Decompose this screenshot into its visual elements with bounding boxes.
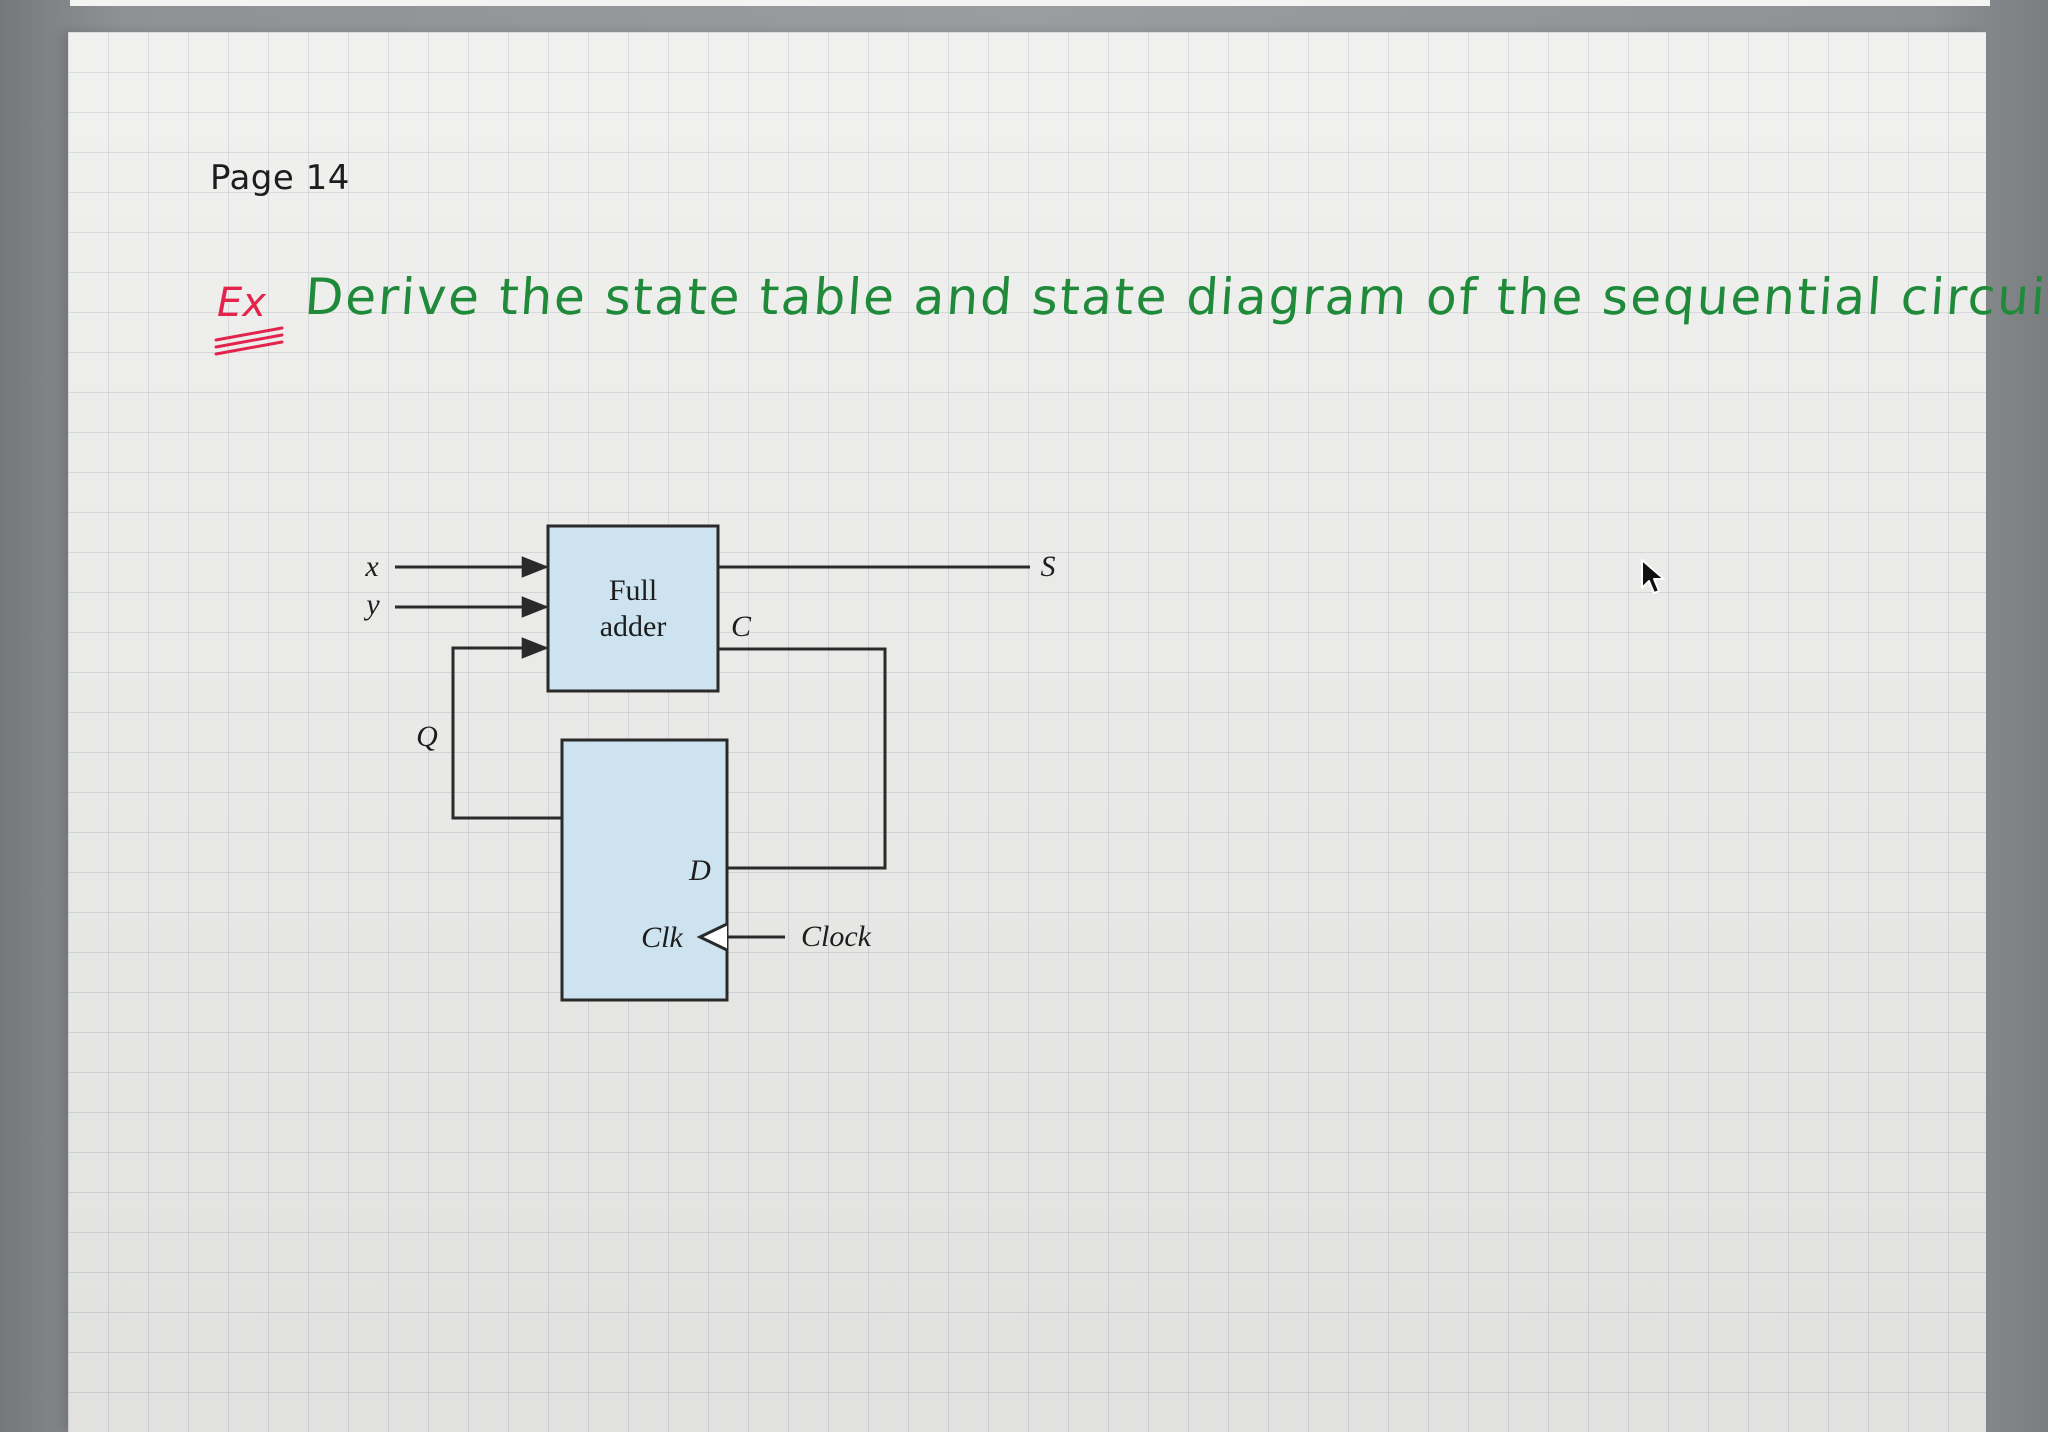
clock-label: Clock (801, 920, 872, 953)
full-adder-label-line2: adder (600, 610, 667, 643)
top-page-edge (70, 0, 1990, 6)
flipflop-d-label: D (688, 854, 711, 887)
carry-label: C (731, 610, 752, 643)
flipflop-q-label: Q (416, 720, 438, 753)
example-underline (214, 326, 284, 356)
carry-feedback-wire (718, 647, 887, 870)
page-number-label: Page 14 (210, 158, 350, 198)
input-x-label: x (364, 550, 379, 583)
q-feedback-wire (451, 637, 562, 820)
full-adder-block (546, 524, 720, 693)
example-prefix: Ex (217, 280, 266, 326)
mouse-pointer-icon (1641, 559, 1665, 594)
flipflop-clk-label: Clk (641, 921, 683, 954)
sum-output-label: S (1041, 550, 1056, 583)
clock-input-triangle (696, 922, 728, 952)
full-adder-label-line1: Full (609, 574, 657, 607)
input-y-label: y (363, 588, 380, 621)
d-flipflop-block (560, 738, 729, 1002)
